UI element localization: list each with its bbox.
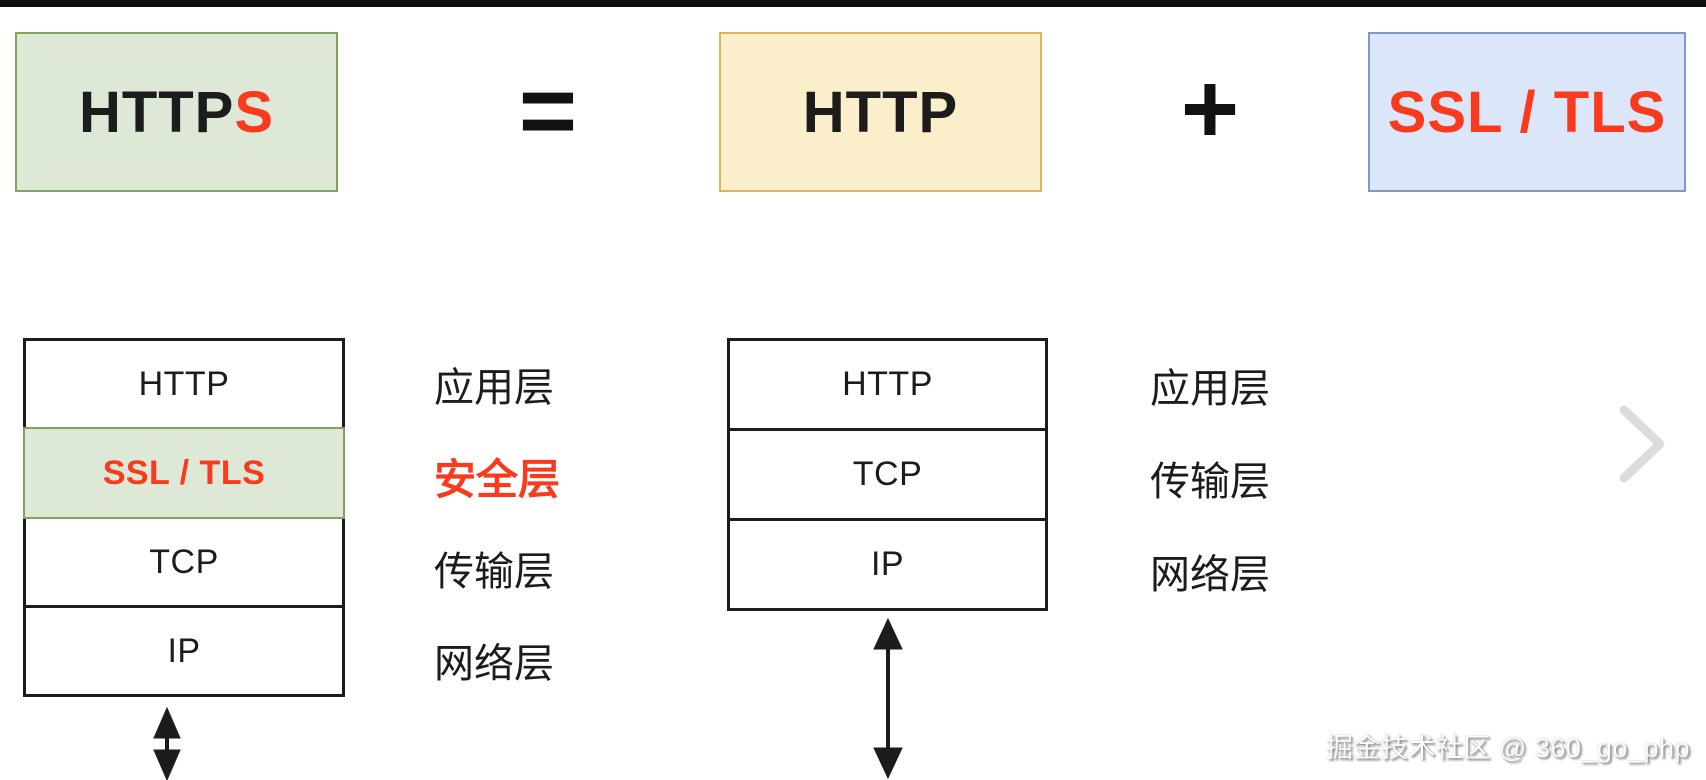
layer-label-network: 网络层: [1150, 552, 1270, 597]
stack-row-ip: IP: [727, 518, 1048, 611]
watermark: 掘金技术社区 @ 360_go_php: [1325, 733, 1690, 763]
next-image-button[interactable]: [1608, 396, 1674, 492]
ssl-tls-box: SSL / TLS: [1368, 32, 1686, 192]
stack-row-ip: IP: [23, 605, 345, 697]
layer-label-transport: 传输层: [1150, 459, 1270, 504]
stack-row-http: HTTP: [23, 338, 345, 430]
http-protocol-stack: HTTP TCP IP: [727, 338, 1048, 611]
stack-row-tcp: TCP: [727, 428, 1048, 521]
right-stack-double-arrow-icon: [873, 617, 903, 780]
http-label: HTTP: [802, 79, 959, 145]
stack-row-http: HTTP: [727, 338, 1048, 431]
stack-row-tcp: TCP: [23, 516, 345, 608]
chevron-right-icon: [1619, 405, 1665, 483]
layer-label-application: 应用层: [434, 366, 554, 410]
layer-label-application: 应用层: [1150, 366, 1270, 411]
ssl-tls-label: SSL / TLS: [1387, 79, 1667, 145]
https-label-black: HTTP: [78, 79, 235, 145]
stack-row-ssl-tls: SSL / TLS: [23, 427, 345, 519]
window-top-edge: [0, 0, 1706, 7]
left-stack-double-arrow-icon: [153, 706, 181, 780]
https-protocol-stack: HTTP SSL / TLS TCP IP: [23, 338, 345, 697]
equals-sign: =: [518, 55, 578, 167]
plus-sign: +: [1180, 53, 1240, 165]
https-label-red-s: S: [234, 79, 275, 145]
http-box: HTTP: [719, 32, 1042, 192]
layer-label-network: 网络层: [434, 642, 554, 686]
layer-label-security: 安全层: [434, 455, 561, 503]
layer-label-transport: 传输层: [434, 550, 554, 594]
